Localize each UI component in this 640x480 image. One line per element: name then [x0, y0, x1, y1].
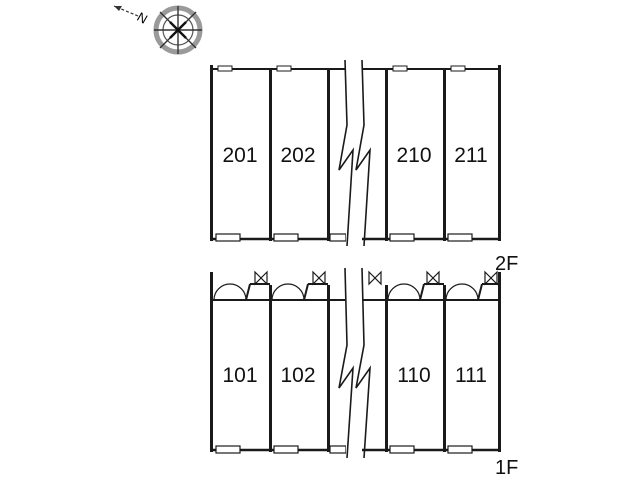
meter-box-icon [254, 270, 498, 286]
entrance-door-101 [213, 283, 270, 301]
unit-210-label: 210 [396, 144, 431, 167]
unit-202-label: 202 [280, 144, 315, 167]
floor-1f-label: 1F [495, 457, 518, 479]
unit-101-label: 101 [222, 364, 257, 387]
entrance-door-102 [271, 283, 328, 301]
north-label: N [135, 9, 151, 27]
unit-211-label: 211 [454, 144, 487, 167]
unit-111-label: 111 [455, 364, 487, 387]
floor-2f-plan: 201 202 210 211 2F [210, 59, 518, 275]
compass-rose-icon: N [113, 5, 203, 55]
unit-110-label: 110 [397, 364, 430, 387]
entrance-door-111 [445, 283, 500, 301]
floor-2f-label: 2F [495, 253, 518, 275]
floor-1f-plan: 101 102 110 111 1F [210, 267, 518, 479]
unit-201-label: 201 [222, 144, 257, 167]
entrance-door-110 [387, 283, 444, 301]
unit-102-label: 102 [280, 364, 315, 387]
